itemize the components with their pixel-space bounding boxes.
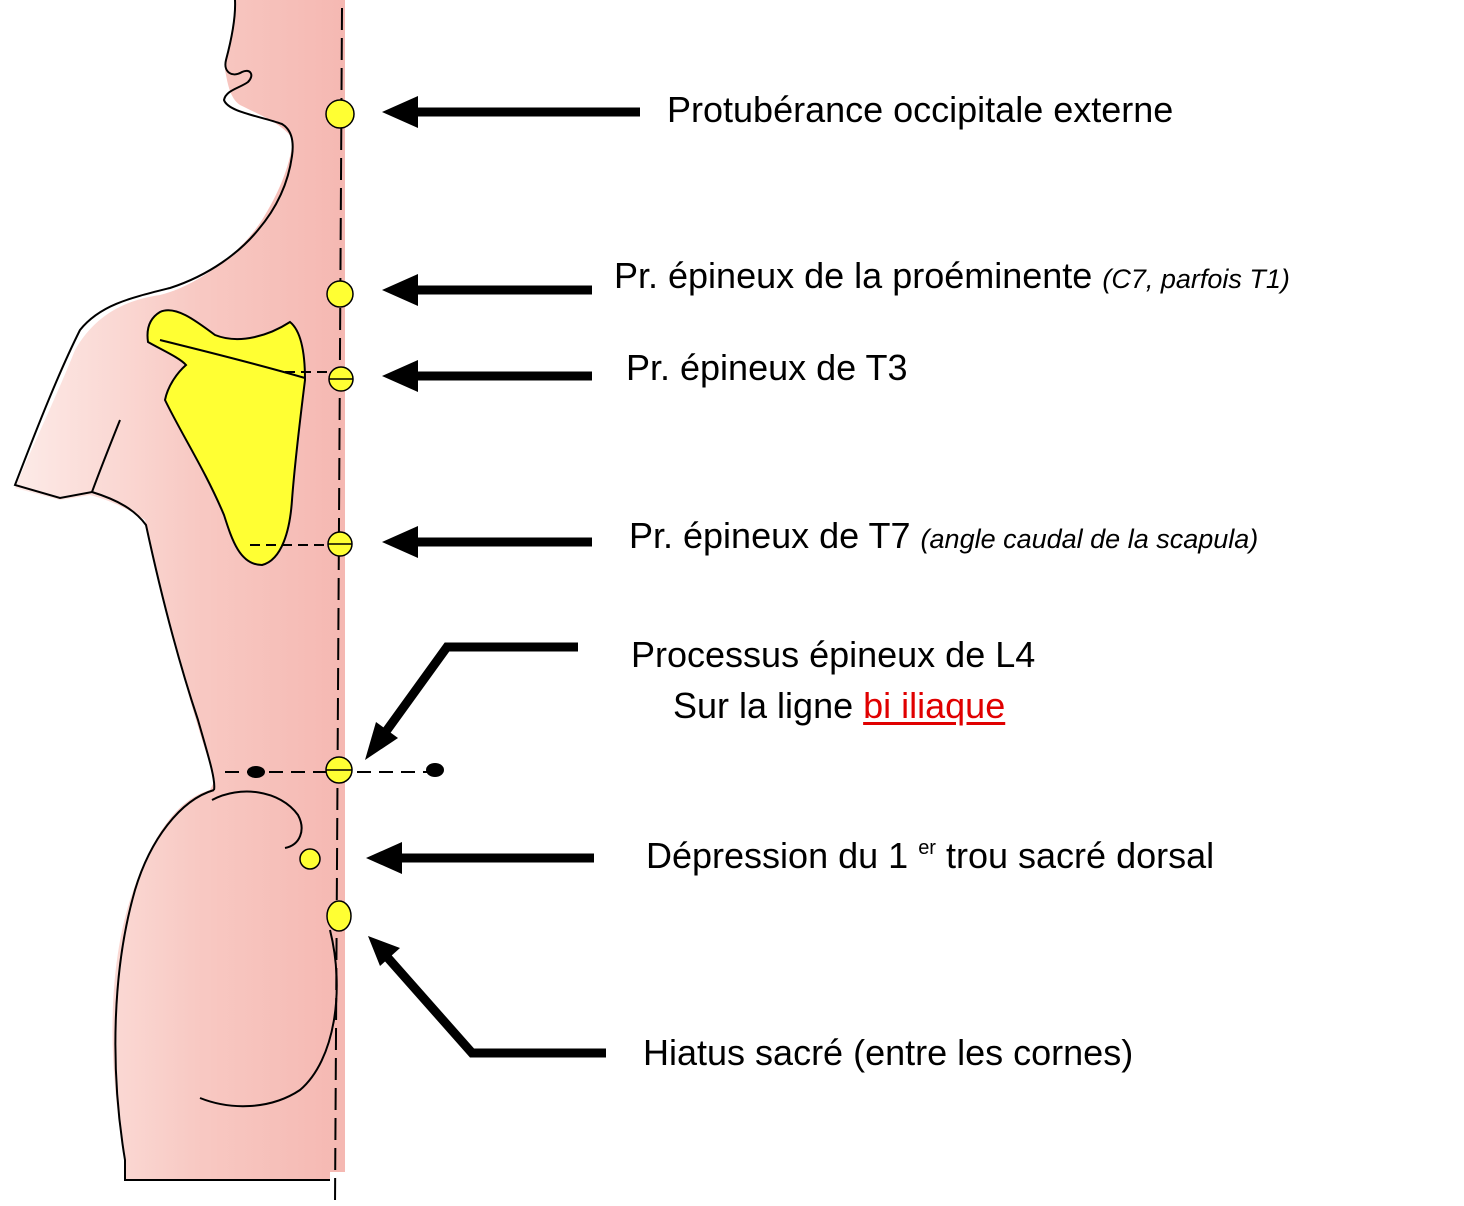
label-t7-note: (angle caudal de la scapula): [921, 524, 1259, 554]
body-silhouette: [15, 0, 345, 1180]
right-iliac-crest-marker: [426, 763, 444, 777]
arrow-sacral-foramen: [366, 842, 594, 874]
landmark-t7: [328, 532, 352, 556]
arrow-sacral-hiatus: [368, 936, 606, 1053]
label-l4-line2-prefix: Sur la ligne: [673, 685, 853, 726]
label-sacral-suffix: trou sacré dorsal: [946, 835, 1214, 876]
label-occipital: Protubérance occipitale externe: [667, 92, 1173, 128]
label-sacral-foramen: Dépression du 1 er trou sacré dorsal: [646, 838, 1214, 874]
label-t7-text: Pr. épineux de T7: [629, 515, 911, 556]
landmark-l4: [326, 757, 352, 783]
landmark-c7: [327, 281, 353, 307]
landmark-sacral-hiatus: [327, 901, 351, 931]
label-c7: Pr. épineux de la proéminente (C7, parfo…: [614, 258, 1290, 294]
label-hiatus-text: Hiatus sacré (entre les cornes): [643, 1032, 1133, 1073]
landmark-t3: [329, 367, 353, 391]
label-sacral-prefix: Dépression du 1: [646, 835, 908, 876]
label-t3-text: Pr. épineux de T3: [626, 347, 908, 388]
arrow-t3: [382, 360, 592, 392]
label-occipital-text: Protubérance occipitale externe: [667, 89, 1173, 130]
label-sacral-hiatus: Hiatus sacré (entre les cornes): [643, 1035, 1133, 1071]
label-c7-note: (C7, parfois T1): [1102, 264, 1290, 294]
arrow-t7: [382, 526, 592, 558]
landmark-occipital: [326, 100, 354, 128]
label-sacral-sup: er: [918, 837, 936, 859]
arrow-c7: [382, 274, 592, 306]
arrow-l4: [365, 647, 578, 760]
left-iliac-crest-marker: [247, 766, 265, 778]
landmark-sacral-foramen: [300, 849, 320, 869]
label-t3: Pr. épineux de T3: [626, 350, 908, 386]
label-c7-text: Pr. épineux de la proéminente: [614, 255, 1092, 296]
label-l4-text: Processus épineux de L4: [631, 634, 1035, 675]
label-t7: Pr. épineux de T7 (angle caudal de la sc…: [629, 518, 1258, 554]
bi-iliac-link[interactable]: bi iliaque: [863, 685, 1005, 726]
label-l4-line1: Processus épineux de L4: [631, 637, 1035, 673]
label-l4-line2: Sur la ligne bi iliaque: [673, 688, 1005, 724]
arrow-occipital: [382, 96, 640, 128]
